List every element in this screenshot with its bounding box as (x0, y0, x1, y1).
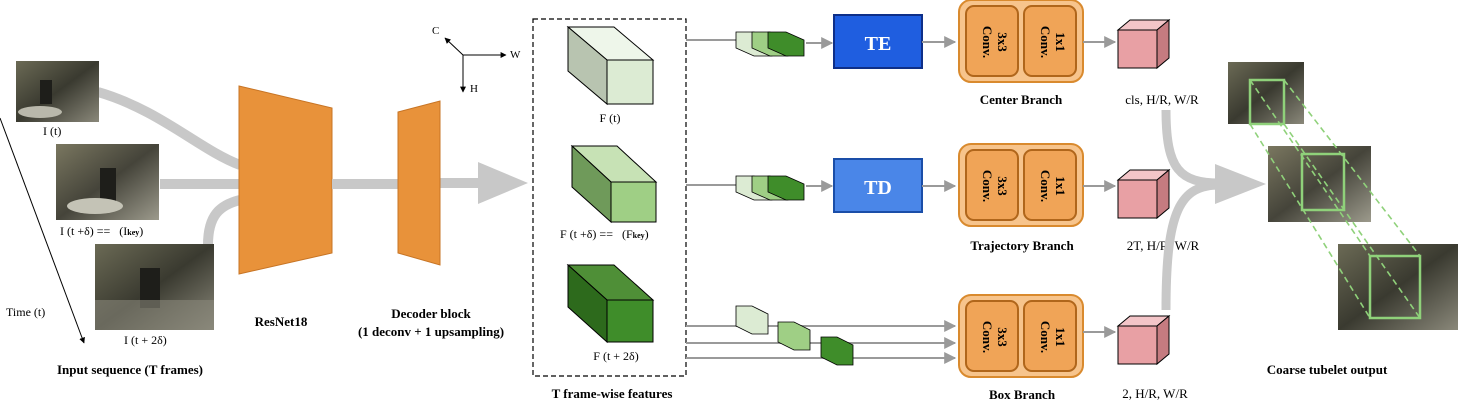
box-branch-block (958, 294, 1084, 378)
input-sequence-label: Input sequence (T frames) (57, 362, 203, 377)
trajectory-output-cube (1116, 168, 1171, 220)
trajectory-output-label: 2T, H/R, W/R (1127, 238, 1200, 253)
flow-curve-frame3 (203, 195, 242, 246)
frame-label-t: I (t) (43, 124, 61, 138)
flow-curve-frame1 (96, 87, 242, 170)
box-conv1-line1: 1x1 (1053, 327, 1068, 347)
flow-decoder-to-features-shaft (440, 178, 480, 188)
feature-cube-t (566, 25, 655, 106)
box-conv3-line2: Conv. (980, 321, 995, 353)
decoder-label-line1: Decoder block (391, 306, 471, 321)
flow-decoder-to-features-head (478, 162, 528, 204)
trajectory-conv1-line1: 1x1 (1053, 176, 1068, 196)
resnet18-label: ResNet18 (255, 314, 308, 329)
trajectory-branch-block (958, 143, 1084, 227)
feature-label-t-delta: F (t +δ) == (Fkey) (560, 227, 649, 241)
features-dashed-box (532, 18, 687, 377)
feature-cube-t-2delta (566, 263, 655, 344)
frame-image-t (16, 61, 99, 122)
box-output-cube (1116, 314, 1171, 366)
frame-label-t-delta: I (t +δ) == (Ikey) (60, 224, 143, 238)
te-label: TE (865, 33, 892, 55)
trajectory-conv1-line2: Conv. (1038, 170, 1053, 202)
features-section-label: T frame-wise features (552, 386, 673, 401)
center-branch-block (958, 0, 1084, 83)
center-output-label: cls, H/R, W/R (1125, 92, 1199, 107)
center-branch-label: Center Branch (980, 92, 1063, 107)
axis-c-label: C (432, 25, 439, 37)
merge-flow-center (1161, 109, 1221, 188)
te-module (833, 14, 923, 69)
tubelet-dashed-links (1249, 79, 1421, 319)
time-label: Time (t) (6, 305, 45, 319)
box-conv3-line1: 3x3 (995, 327, 1010, 347)
frame-image-t-2delta (95, 244, 214, 330)
decoder-label-line2: (1 deconv + 1 upsampling) (358, 324, 504, 339)
center-conv1-line1: 1x1 (1053, 32, 1068, 52)
resnet18-block (238, 85, 333, 275)
feature-label-t-2delta: F (t + 2δ) (593, 349, 638, 363)
trajectory-conv3-line2: Conv. (980, 170, 995, 202)
box-branch-small-cubes (735, 305, 854, 366)
tubelet-output-label: Coarse tubelet output (1267, 362, 1388, 377)
box-output-label: 2, H/R, W/R (1122, 386, 1188, 401)
trajectory-conv3-line1: 3x3 (995, 176, 1010, 196)
feature-stack-center (735, 31, 805, 57)
td-label: TD (864, 177, 892, 199)
feature-stack-trajectory (735, 175, 805, 201)
decoder-block (397, 100, 441, 266)
center-conv1-line2: Conv. (1038, 26, 1053, 58)
center-conv3-line1: 3x3 (995, 32, 1010, 52)
frame-label-t-2delta: I (t + 2δ) (124, 333, 167, 347)
trajectory-branch-label: Trajectory Branch (970, 238, 1074, 253)
center-output-cube (1116, 18, 1171, 70)
merge-flow-arrowhead (1215, 164, 1266, 204)
frame-image-t-delta (56, 144, 159, 220)
center-conv3-line2: Conv. (980, 26, 995, 58)
time-arrow (0, 117, 85, 344)
box-branch-label: Box Branch (989, 387, 1056, 402)
tubelet-frame-2 (1268, 146, 1371, 222)
tubelet-frame-3 (1338, 244, 1458, 330)
td-module (833, 158, 923, 213)
tubelet-frame-1 (1228, 62, 1304, 126)
feature-cube-t-delta (570, 144, 658, 224)
merge-flow-box (1161, 180, 1221, 311)
feature-label-t: F (t) (600, 111, 621, 125)
flow-encoder-to-decoder (332, 179, 400, 189)
axes-glyph (444, 37, 507, 93)
box-conv1-line2: Conv. (1038, 321, 1053, 353)
axis-w-label: W (510, 49, 521, 61)
axis-h-label: H (470, 83, 478, 95)
